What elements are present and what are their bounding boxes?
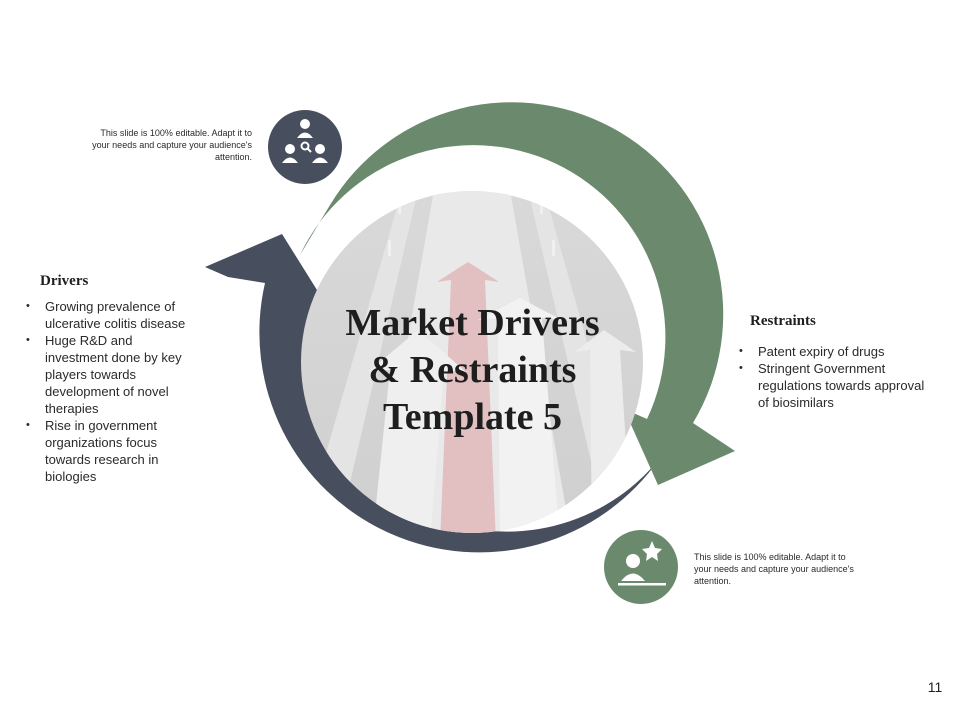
- drivers-list: Growing prevalence of ulcerative colitis…: [23, 298, 188, 485]
- restraints-list: Patent expiry of drugs Stringent Governm…: [736, 343, 926, 411]
- restraints-heading: Restraints: [750, 313, 816, 329]
- note-line: This slide is 100% editable. Adapt it to: [694, 552, 846, 562]
- note-line: attention.: [214, 152, 252, 162]
- title-line: Market Drivers: [345, 302, 600, 344]
- person-star-icon: [604, 530, 678, 604]
- top-note-text: This slide is 100% editable. Adapt it to…: [40, 127, 252, 163]
- green-cycle-arrow: [300, 102, 735, 485]
- navy-cycle-arrow: [205, 234, 660, 553]
- restraints-list-item: Stringent Government regulations towards…: [736, 360, 926, 411]
- drivers-list-item: Huge R&D and investment done by key play…: [23, 332, 188, 417]
- bottom-note-text: This slide is 100% editable. Adapt it to…: [694, 551, 904, 587]
- drivers-list-item: Growing prevalence of ulcerative colitis…: [23, 298, 188, 332]
- note-line: attention.: [694, 576, 732, 586]
- note-line: your needs and capture your audience's: [694, 564, 854, 574]
- drivers-list-item: Rise in government organizations focus t…: [23, 417, 188, 485]
- people-search-icon: [268, 110, 342, 184]
- drivers-heading: Drivers: [40, 273, 89, 289]
- note-line: your needs and capture your audience's: [92, 140, 252, 150]
- note-line: This slide is 100% editable. Adapt it to: [100, 128, 252, 138]
- restraints-list-item: Patent expiry of drugs: [736, 343, 926, 360]
- title-line: & Restraints: [368, 349, 577, 391]
- page-number: 11: [927, 679, 943, 695]
- title-line: Template 5: [382, 396, 563, 438]
- slide-title: Market Drivers & Restraints Template 5: [300, 300, 645, 441]
